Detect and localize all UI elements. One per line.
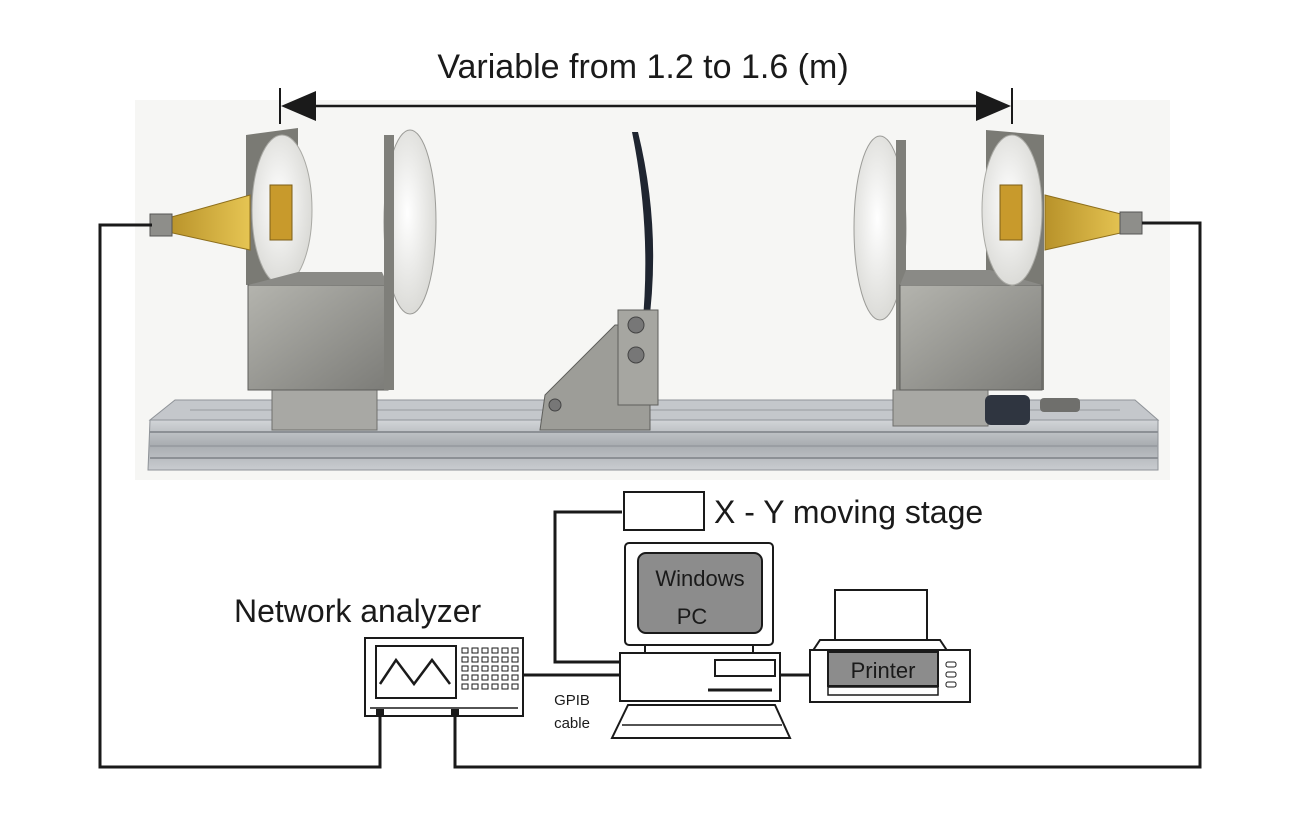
xy-stage-label: X - Y moving stage xyxy=(714,494,983,530)
right-carriage xyxy=(892,389,989,427)
right-waveguide-flange xyxy=(999,184,1023,241)
distance-dimension: Variable from 1.2 to 1.6 (m) xyxy=(279,48,1013,124)
windows-pc: Windows PC xyxy=(610,542,792,739)
analyzer-port-2 xyxy=(451,709,459,715)
cables xyxy=(98,221,1202,769)
network-analyzer: Network analyzer xyxy=(234,593,524,717)
cable-right-antenna-to-analyzer xyxy=(453,221,1202,769)
network-analyzer-label: Network analyzer xyxy=(234,593,482,629)
analyzer-port-1 xyxy=(376,709,384,715)
left-support-box xyxy=(247,284,389,391)
printer-paper xyxy=(834,589,928,647)
distance-label: Variable from 1.2 to 1.6 (m) xyxy=(437,48,848,86)
xy-stage-box: X - Y moving stage xyxy=(623,491,983,531)
right-connector xyxy=(1119,211,1143,235)
sample-plate xyxy=(632,132,654,330)
cable-stage-to-pc xyxy=(553,510,622,664)
printer-label: Printer xyxy=(851,658,916,683)
pc-screen xyxy=(637,552,763,634)
left-waveguide-flange xyxy=(269,184,293,241)
pc-label-line2: PC xyxy=(677,604,708,629)
left-antenna-assembly xyxy=(149,128,437,431)
left-connector xyxy=(149,213,173,237)
right-antenna-assembly xyxy=(853,130,1143,427)
center-sample-holder xyxy=(539,132,659,431)
analyzer-trace xyxy=(378,657,451,687)
left-carriage xyxy=(271,387,378,431)
gpib-label-line2: cable xyxy=(554,715,590,732)
pc-label-line1: Windows xyxy=(655,566,744,591)
gpib-label-line1: GPIB xyxy=(554,692,590,709)
right-support-box xyxy=(899,284,1043,391)
printer: Printer xyxy=(809,589,971,703)
analyzer-keypad xyxy=(461,647,519,690)
cable-left-antenna-to-analyzer xyxy=(98,223,382,769)
printer-panel xyxy=(827,651,939,687)
stage-controller xyxy=(985,395,1030,425)
pc-keyboard xyxy=(610,704,792,739)
pc-drive-bay xyxy=(714,659,776,677)
